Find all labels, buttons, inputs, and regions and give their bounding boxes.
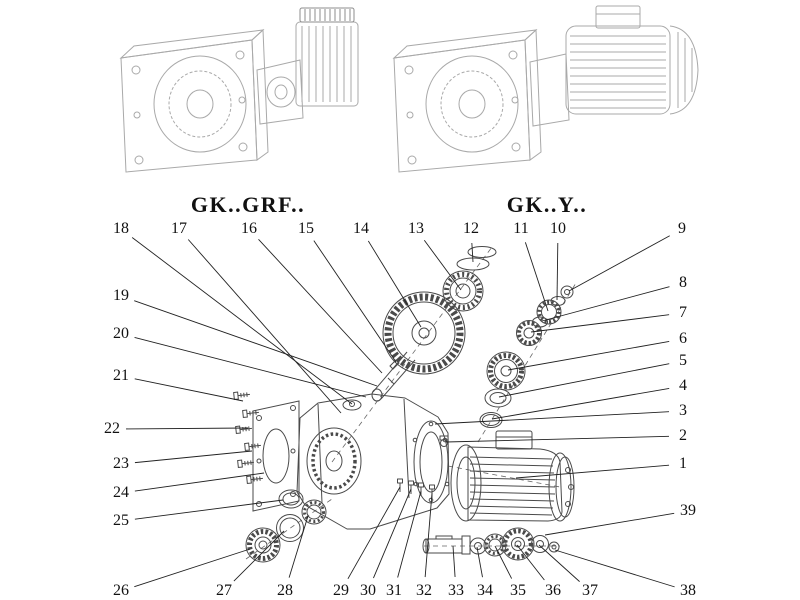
callout-38: 38 xyxy=(680,582,696,599)
leader-line-1 xyxy=(515,464,670,479)
leader-line-14 xyxy=(367,240,422,328)
leader-line-13 xyxy=(423,239,462,291)
caption-gk-grf: GK..GRF.. xyxy=(190,192,306,217)
callout-4: 4 xyxy=(679,377,687,394)
leader-line-38 xyxy=(554,549,675,588)
leader-line-28 xyxy=(288,515,309,578)
leader-lines xyxy=(125,235,675,588)
leader-line-19 xyxy=(134,300,378,387)
leader-line-18 xyxy=(131,237,353,405)
callout-18: 18 xyxy=(113,220,129,237)
leader-line-9 xyxy=(568,235,670,292)
leader-line-16 xyxy=(258,238,383,374)
caption-gk-y: GK..Y.. xyxy=(506,192,588,217)
exploded-output-shaft-set xyxy=(422,527,560,561)
exploded-input-gear-set xyxy=(371,246,497,402)
callout-30: 30 xyxy=(360,582,376,599)
assembled-view-gk-y xyxy=(392,5,699,173)
callout-8: 8 xyxy=(679,274,687,291)
callout-31: 31 xyxy=(386,582,402,599)
callout-33: 33 xyxy=(448,582,464,599)
callout-1: 1 xyxy=(679,455,687,472)
exploded-pinion-set xyxy=(479,285,574,428)
callout-29: 29 xyxy=(333,582,349,599)
callout-25: 25 xyxy=(113,512,129,529)
callout-3: 3 xyxy=(679,402,687,419)
leader-line-30 xyxy=(373,488,412,579)
callout-23: 23 xyxy=(113,455,129,472)
callout-14: 14 xyxy=(353,220,369,237)
callout-12: 12 xyxy=(463,220,479,237)
leader-line-24 xyxy=(134,472,265,492)
leader-line-29 xyxy=(347,486,401,580)
leader-line-15 xyxy=(313,240,397,363)
leader-line-10 xyxy=(556,242,559,301)
callout-15: 15 xyxy=(298,220,314,237)
callout-2: 2 xyxy=(679,427,687,444)
leader-line-23 xyxy=(134,450,253,464)
callout-17: 17 xyxy=(171,220,187,237)
leader-line-12 xyxy=(471,242,474,263)
callout-32: 32 xyxy=(416,582,432,599)
callout-37: 37 xyxy=(582,582,598,599)
callout-16: 16 xyxy=(241,220,257,237)
callout-26: 26 xyxy=(113,582,129,599)
callout-6: 6 xyxy=(679,330,687,347)
callout-11: 11 xyxy=(513,220,529,237)
leader-line-3 xyxy=(434,411,670,425)
leader-line-4 xyxy=(491,387,670,420)
callout-27: 27 xyxy=(216,582,232,599)
leader-line-33 xyxy=(452,545,456,578)
leader-line-37 xyxy=(538,544,580,582)
exploded-motor xyxy=(450,430,575,522)
leader-line-32 xyxy=(424,492,433,578)
callout-39: 39 xyxy=(680,502,696,519)
leader-line-7 xyxy=(530,314,670,333)
leader-line-26 xyxy=(134,548,251,588)
callout-36: 36 xyxy=(545,582,561,599)
callout-35: 35 xyxy=(510,582,526,599)
exploded-housing xyxy=(296,393,450,530)
callout-22: 22 xyxy=(104,420,120,437)
callout-24: 24 xyxy=(113,484,129,501)
callout-10: 10 xyxy=(550,220,566,237)
leader-line-11 xyxy=(524,242,549,312)
leader-line-20 xyxy=(134,337,367,398)
leader-line-2 xyxy=(445,435,670,443)
leader-line-8 xyxy=(541,286,670,322)
callout-20: 20 xyxy=(113,325,129,342)
exploded-left-cover-set xyxy=(233,390,327,563)
leader-line-27 xyxy=(233,530,285,582)
callout-28: 28 xyxy=(277,582,293,599)
leader-line-36 xyxy=(516,544,545,581)
leader-line-17 xyxy=(187,239,342,414)
leader-line-31 xyxy=(397,490,422,578)
callout-21: 21 xyxy=(113,367,129,384)
assembled-view-gk-grf xyxy=(119,7,359,173)
callout-13: 13 xyxy=(408,220,424,237)
leader-line-22 xyxy=(125,427,249,430)
callout-7: 7 xyxy=(679,304,687,321)
leader-line-5 xyxy=(498,363,670,398)
callout-9: 9 xyxy=(678,220,686,237)
leader-line-6 xyxy=(507,340,670,371)
leader-line-25 xyxy=(134,499,284,520)
callout-5: 5 xyxy=(679,352,687,369)
callout-34: 34 xyxy=(477,582,493,599)
leader-line-21 xyxy=(134,378,244,402)
leader-line-35 xyxy=(494,545,513,579)
leader-line-34 xyxy=(476,546,483,578)
leader-line-39 xyxy=(544,512,675,536)
callout-19: 19 xyxy=(113,287,129,304)
